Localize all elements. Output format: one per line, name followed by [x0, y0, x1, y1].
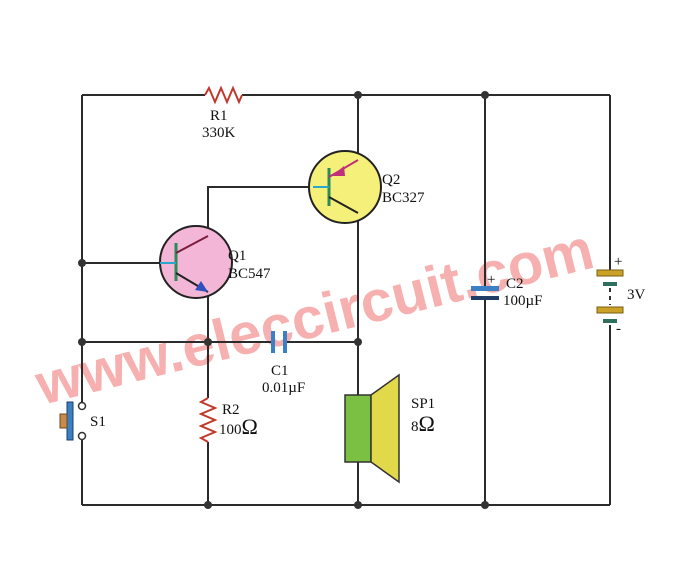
capacitor-c2: + C2 100µF	[471, 272, 543, 309]
q2-collector-leg	[328, 196, 359, 214]
junction-dot	[204, 338, 212, 346]
r1-ref: R1	[210, 108, 228, 124]
sp1-value-unit: Ω	[419, 411, 435, 436]
junction-dot	[354, 338, 362, 346]
q2-body	[308, 150, 382, 224]
s1-button	[59, 413, 68, 429]
sp1-value: 8Ω	[411, 411, 435, 436]
resistor-r1: R1 330K	[202, 85, 243, 141]
s1-contact-top	[77, 401, 87, 411]
sp1-cone	[370, 373, 400, 484]
battery-plus-sign: +	[614, 254, 622, 270]
r1-value: 330K	[202, 125, 236, 141]
q1-value: BC547	[228, 266, 271, 282]
q2-value: BC327	[382, 190, 425, 206]
resistor-r2-zigzag	[198, 397, 218, 443]
c1-ref: C1	[271, 363, 289, 379]
resistor-r1-zigzag	[204, 85, 243, 105]
battery: + - 3V	[596, 254, 646, 337]
wire-q1-collector	[207, 186, 315, 237]
c2-plate-positive	[471, 286, 499, 291]
sp1-ref: SP1	[411, 396, 435, 412]
junctions	[78, 91, 489, 509]
r2-value-unit: Ω	[242, 414, 258, 439]
sp1-value-number: 8	[411, 419, 419, 435]
c1-value-number: 0.01	[262, 380, 288, 396]
q1-collector-leg	[175, 235, 209, 254]
battery-value: 3V	[627, 287, 646, 303]
junction-dot	[78, 338, 86, 346]
watermark: www.eleccircuit.com	[28, 216, 599, 418]
battery-cell-bottom-negative	[603, 319, 617, 323]
r2-value: 100Ω	[219, 414, 258, 439]
c1-value: 0.01µF	[262, 380, 305, 396]
battery-minus-sign: -	[616, 321, 621, 337]
battery-cell-bottom-positive	[596, 306, 624, 314]
r2-value-number: 100	[219, 422, 242, 438]
q1-ref: Q1	[228, 248, 246, 264]
battery-cell-top-negative	[603, 282, 617, 286]
junction-dot	[204, 501, 212, 509]
c2-value-number: 100	[503, 293, 526, 309]
junction-dot	[481, 501, 489, 509]
q2-ref: Q2	[382, 172, 400, 188]
sp1-magnet	[344, 394, 372, 463]
c1-value-unit: µF	[288, 380, 305, 396]
transistor-q1: Q1 BC547	[159, 225, 271, 299]
r2-ref: R2	[222, 402, 240, 418]
battery-cell-top-positive	[596, 269, 624, 277]
q2-emitter-arrow	[332, 166, 345, 176]
c2-ref: C2	[506, 276, 524, 292]
junction-dot	[354, 501, 362, 509]
s1-contact-bottom	[77, 431, 87, 441]
c2-plate-negative	[471, 296, 499, 300]
q1-emitter-arrow	[195, 281, 208, 292]
junction-dot	[481, 91, 489, 99]
capacitor-c1: C1 0.01µF	[262, 331, 305, 396]
speaker-sp1: SP1 8Ω	[344, 373, 435, 484]
s1-ref: S1	[90, 414, 106, 430]
switch-s1: S1	[59, 401, 106, 441]
transistor-q2: Q2 BC327	[308, 150, 425, 224]
c2-value: 100µF	[503, 293, 543, 309]
s1-actuator	[66, 401, 74, 441]
c2-polarity: +	[487, 272, 495, 288]
c2-value-unit: µF	[526, 293, 543, 309]
junction-dot	[354, 91, 362, 99]
resistor-r2: R2 100Ω	[198, 397, 258, 443]
junction-dot	[78, 259, 86, 267]
